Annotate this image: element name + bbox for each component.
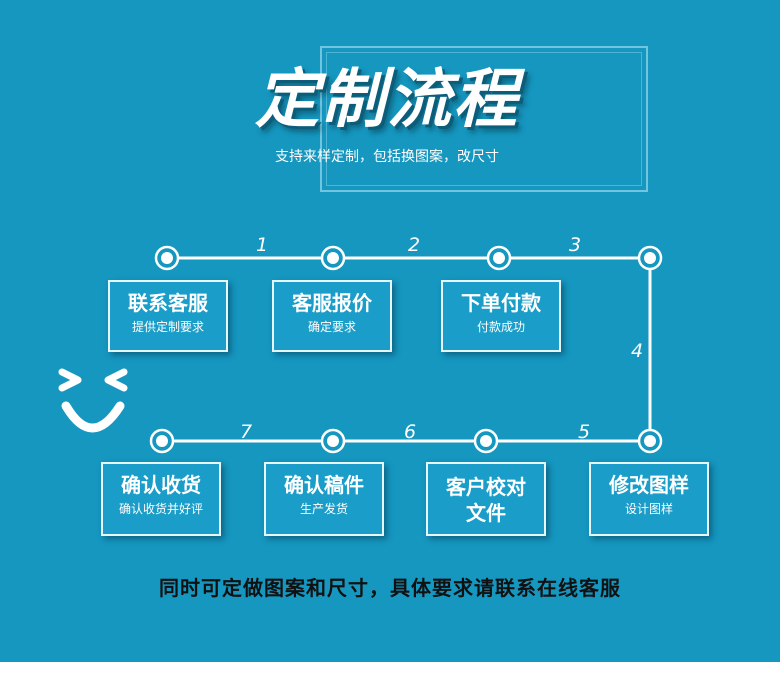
step-title: 下单付款 <box>461 291 541 315</box>
step-desc: 生产发货 <box>299 502 348 516</box>
step-title: 联系客服 <box>128 291 208 315</box>
step-desc: 付款成功 <box>476 320 525 334</box>
title-frame-inner <box>326 52 642 186</box>
step-box-contact-service: 联系客服 提供定制要求 <box>108 280 228 352</box>
node-bottom-3 <box>473 428 499 454</box>
step-number-7: 7 <box>240 421 253 443</box>
page-title: 定制流程 <box>255 63 519 137</box>
step-box-confirm-receipt: 确认收货 确认收货并好评 <box>101 462 221 536</box>
page-subtitle: 支持来样定制，包括换图案，改尺寸 <box>275 149 499 165</box>
step-box-quote: 客服报价 确定要求 <box>272 280 392 352</box>
step-box-modify-design: 修改图样 设计图样 <box>589 462 709 536</box>
step-number-3: 3 <box>569 234 582 256</box>
step-desc: 确定要求 <box>307 320 356 334</box>
step-box-confirm-draft: 确认稿件 生产发货 <box>264 462 384 536</box>
step-desc: 设计图样 <box>624 502 673 516</box>
step-title: 客服报价 <box>292 291 372 315</box>
node-top-3 <box>486 245 512 271</box>
title-frame <box>320 46 648 192</box>
node-top-4 <box>637 245 663 271</box>
step-number-1: 1 <box>256 234 269 256</box>
step-title: 确认收货 <box>121 473 201 497</box>
step-title: 修改图样 <box>609 473 689 497</box>
node-top-2 <box>320 245 346 271</box>
step-number-4: 4 <box>631 340 644 362</box>
node-top-1 <box>154 245 180 271</box>
step-box-proof-file: 客户校对 文件 <box>426 462 546 536</box>
step-box-order-pay: 下单付款 付款成功 <box>441 280 561 352</box>
step-number-5: 5 <box>578 421 591 443</box>
node-bottom-2 <box>320 428 346 454</box>
step-number-2: 2 <box>408 234 421 256</box>
step-number-6: 6 <box>404 421 417 443</box>
step-title: 确认稿件 <box>284 473 364 497</box>
wink-smile-icon <box>58 368 128 433</box>
node-bottom-4 <box>637 428 663 454</box>
footer-note: 同时可定做图案和尺寸，具体要求请联系在线客服 <box>159 576 621 600</box>
flow-lines <box>58 245 663 454</box>
node-bottom-1 <box>149 428 175 454</box>
step-desc: 确认收货并好评 <box>118 502 203 516</box>
process-banner: 定制流程 支持来样定制，包括换图案，改尺寸 1 2 3 4 5 6 7 联系客服… <box>0 0 780 662</box>
bottom-band <box>0 662 780 680</box>
step-title: 客户校对 文件 <box>446 475 526 525</box>
step-desc: 提供定制要求 <box>131 320 204 334</box>
